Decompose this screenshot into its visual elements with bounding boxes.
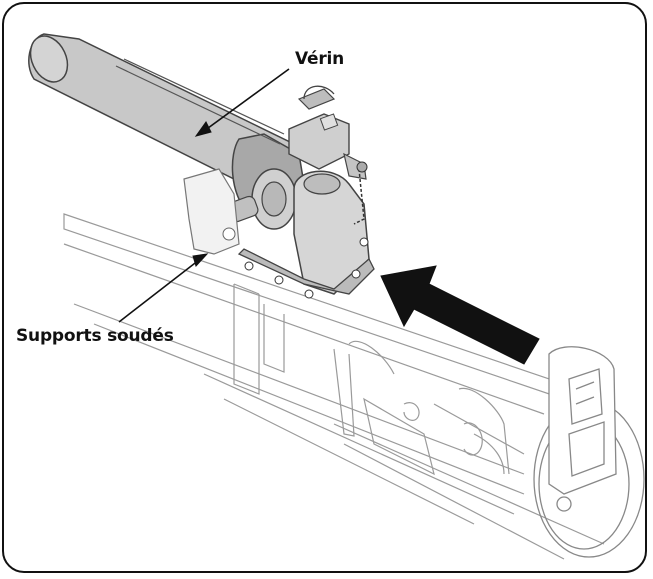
wheel-assembly <box>533 346 645 558</box>
beam-frame <box>63 213 605 560</box>
control-valve <box>288 85 368 225</box>
welded-supports <box>183 168 240 255</box>
diagram-frame: Vérin Supports soudés <box>2 2 647 573</box>
leader-arrow-verin <box>194 68 290 137</box>
hydraulic-cylinder <box>28 33 305 230</box>
direction-arrow <box>380 265 540 365</box>
supports-label: Supports soudés <box>16 326 174 346</box>
verin-label: Vérin <box>295 49 345 69</box>
leader-arrow-supports <box>118 253 209 323</box>
log-splitter-illustration <box>28 33 645 560</box>
splitting-head <box>237 170 375 299</box>
